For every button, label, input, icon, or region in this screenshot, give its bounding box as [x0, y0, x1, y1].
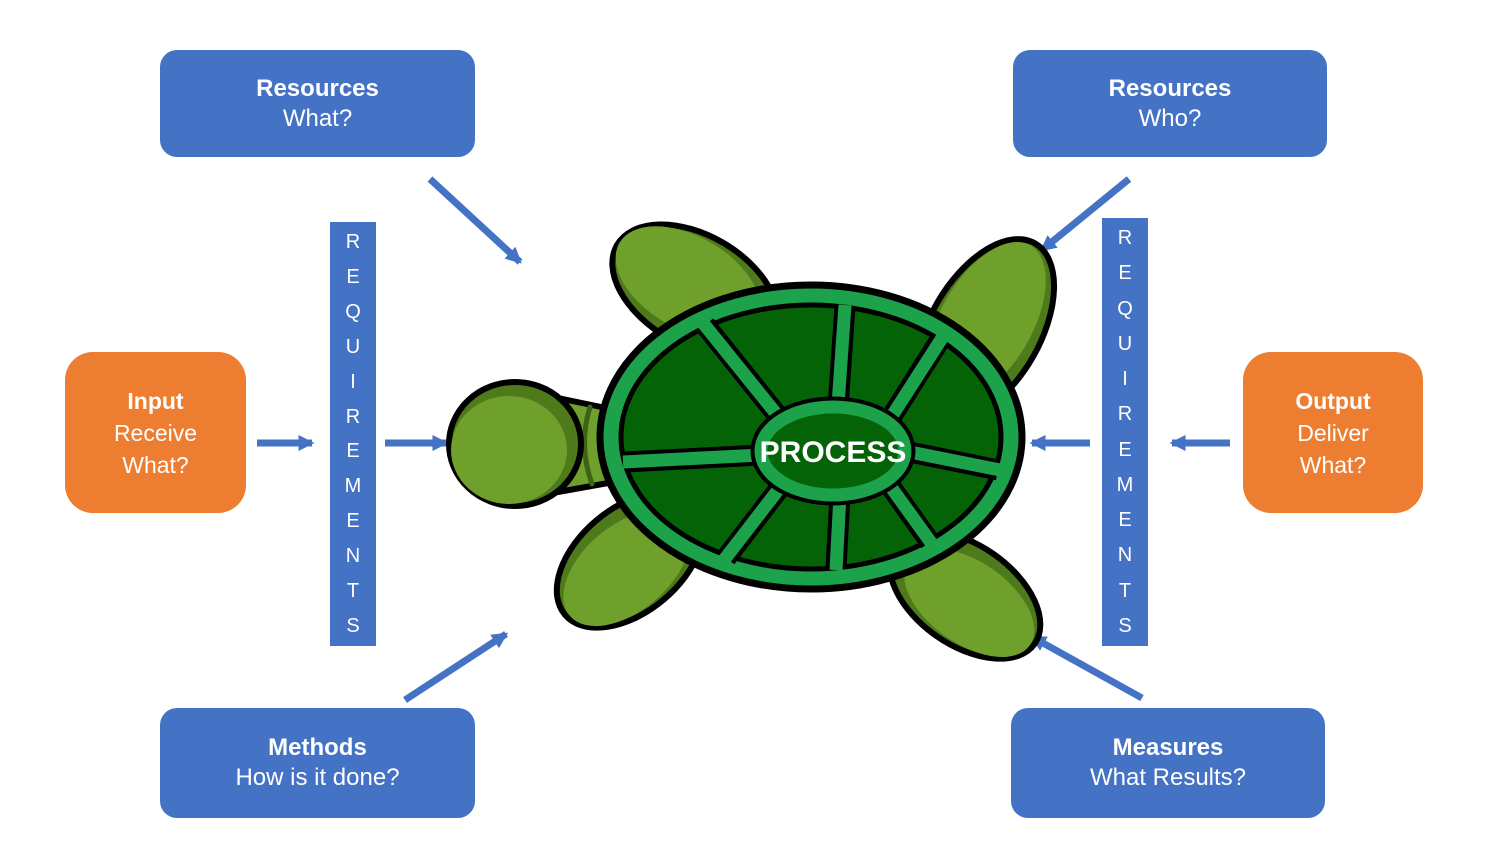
turtle-head [446, 379, 584, 509]
box-subtitle: How is it done? [235, 764, 400, 791]
box-line2: What? [122, 451, 189, 478]
box-title: Measures [1112, 734, 1224, 761]
box-methods: Methods How is it done? [160, 708, 475, 818]
box-line2: What? [1299, 451, 1367, 478]
process-label: PROCESS [760, 436, 907, 469]
box-title: Input [127, 387, 184, 414]
arrow-measures-to-process [1029, 633, 1144, 702]
box-line1: Receive [113, 419, 198, 446]
turtle-shell: PROCESS [596, 281, 1026, 593]
box-title: Methods [268, 734, 367, 761]
box-title: Output [1295, 387, 1371, 414]
box-resources-what: Resources What? [160, 50, 475, 157]
box-subtitle: Who? [1138, 104, 1202, 132]
box-measures: Measures What Results? [1011, 708, 1325, 818]
box-subtitle: What Results? [1089, 764, 1247, 791]
arrow-methods-to-process [403, 631, 509, 703]
box-resources-who: Resources Who? [1013, 50, 1327, 157]
box-line1: Deliver [1297, 419, 1369, 446]
box-output: Output Deliver What? [1243, 352, 1423, 513]
box-input: Input Receive What? [65, 352, 246, 513]
arrow-resources-who-to-process [1039, 176, 1132, 253]
arrow-resources-what-to-process [427, 176, 523, 265]
box-title: Resources [1108, 74, 1232, 102]
turtle-illustration: PROCESS [446, 221, 1058, 662]
box-subtitle: What? [282, 104, 353, 132]
box-title: Resources [256, 74, 379, 102]
